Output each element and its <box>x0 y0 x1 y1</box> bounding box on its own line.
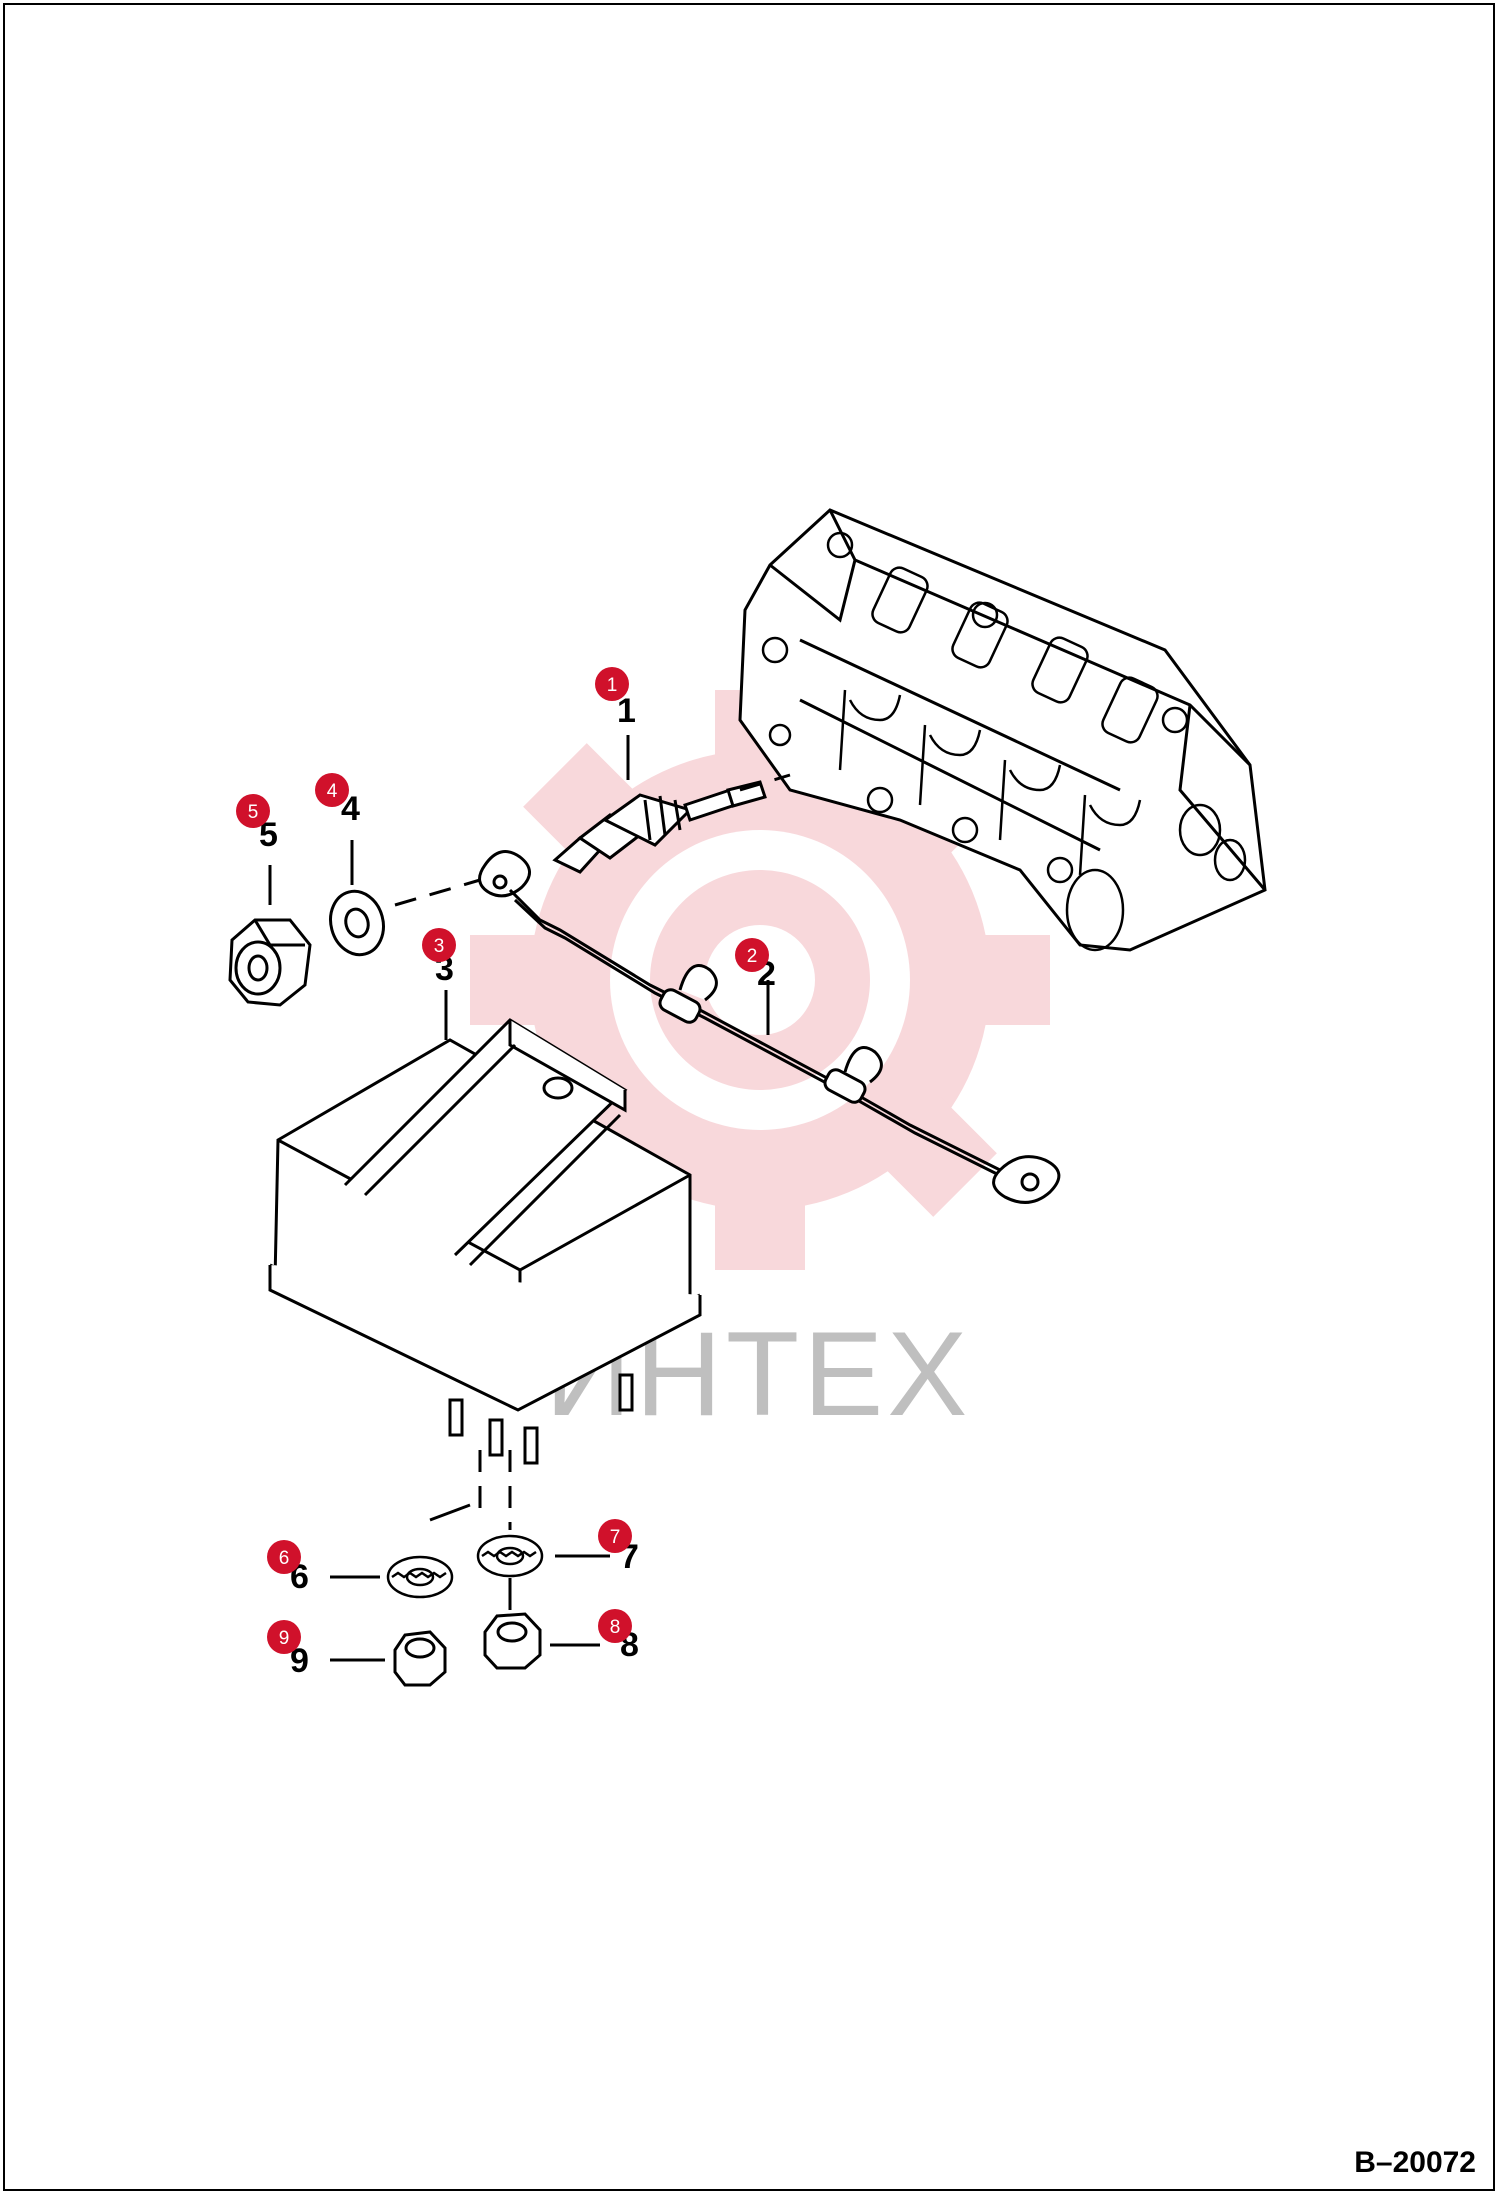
glow-plug-controller <box>268 1018 702 1465</box>
leader-lines <box>268 735 791 1662</box>
lock-washer-left <box>386 1555 454 1599</box>
wire-harness <box>478 850 1061 1204</box>
hex-nut-small-right <box>483 1612 542 1670</box>
figure-id: B–20072 <box>1354 2146 1476 2179</box>
svg-text:1: 1 <box>607 675 618 696</box>
ref-label-1: 1 <box>617 692 636 730</box>
svg-text:2: 2 <box>747 946 758 967</box>
hex-nut-large <box>228 918 312 1007</box>
callout-badge-3[interactable]: 3 <box>422 928 456 962</box>
lock-washer-right <box>476 1534 544 1578</box>
callout-badge-2[interactable]: 2 <box>735 938 769 972</box>
svg-text:8: 8 <box>610 1617 621 1638</box>
svg-text:7: 7 <box>610 1527 621 1548</box>
callout-badge-6[interactable]: 6 <box>267 1540 301 1574</box>
callout-badge-9[interactable]: 9 <box>267 1620 301 1654</box>
svg-text:9: 9 <box>279 1628 290 1649</box>
callout-badge-8[interactable]: 8 <box>598 1609 632 1643</box>
ref-label-5: 5 <box>259 816 278 854</box>
callout-badge-7[interactable]: 7 <box>598 1519 632 1553</box>
diagram-frame <box>3 3 1495 2191</box>
hex-nut-small-left <box>393 1630 447 1687</box>
svg-text:4: 4 <box>327 781 338 802</box>
glow-plug <box>552 780 767 874</box>
callout-badge-4[interactable]: 4 <box>315 773 349 807</box>
svg-text:5: 5 <box>248 802 259 823</box>
callout-badge-5[interactable]: 5 <box>236 794 270 828</box>
svg-text:6: 6 <box>279 1548 290 1569</box>
callout-badges: 1 2 3 4 5 6 7 8 <box>236 667 769 1654</box>
cylinder-head <box>738 508 1267 952</box>
callout-badge-1[interactable]: 1 <box>595 667 629 701</box>
svg-text:3: 3 <box>434 936 445 957</box>
washer <box>329 889 385 957</box>
ref-label-9: 9 <box>290 1642 309 1680</box>
